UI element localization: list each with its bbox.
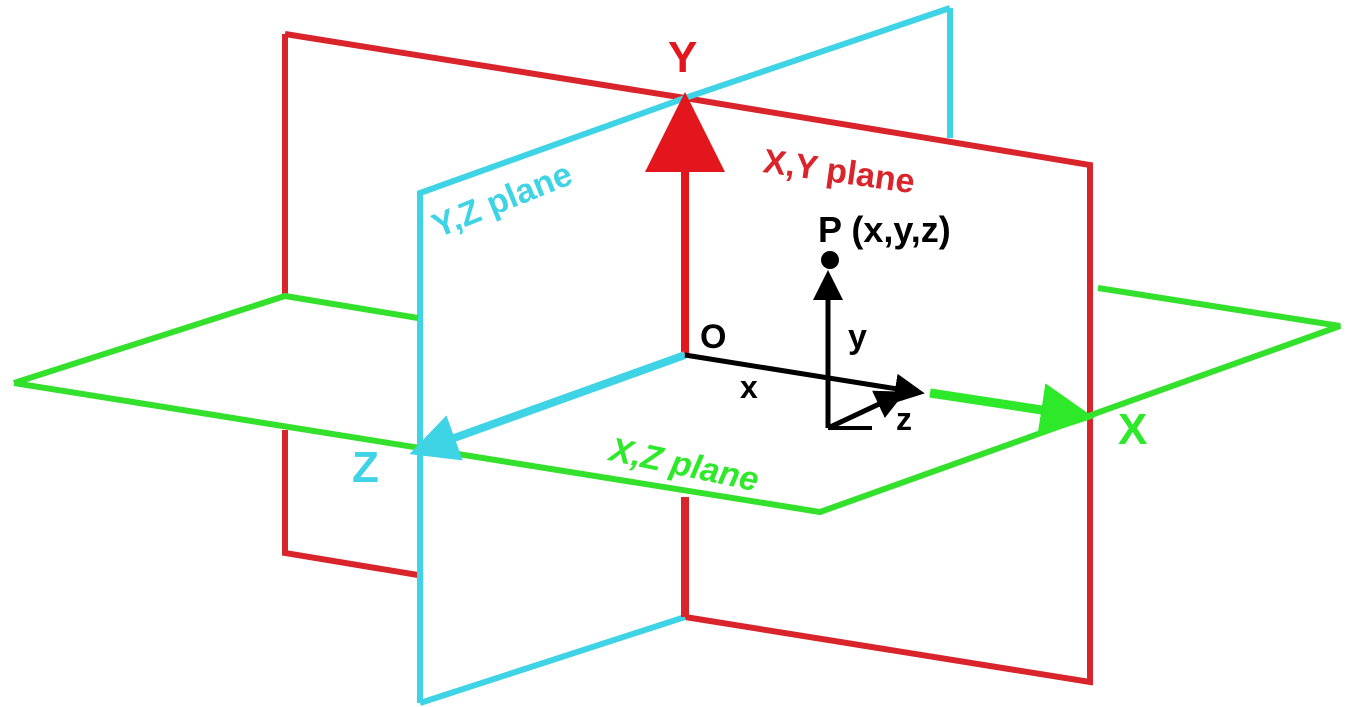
z-component-label: z	[896, 401, 912, 437]
yz-plane-label: Y,Z plane	[427, 155, 578, 245]
x-axis-line	[929, 383, 1095, 437]
z-axis-label: Z	[352, 443, 379, 492]
z-axis-line	[409, 351, 687, 461]
z-component-vector	[826, 390, 906, 431]
origin-label: O	[700, 318, 726, 356]
point-p-dot	[821, 251, 839, 269]
y-component-label: y	[848, 318, 867, 356]
point-p-label: P (x,y,z)	[818, 209, 951, 250]
x-component-label: x	[740, 369, 758, 405]
xy-plane-label: X,Y plane	[761, 142, 917, 201]
y-axis-label: Y	[668, 33, 697, 82]
x-axis-label: X	[1118, 405, 1147, 454]
x-component-vector	[684, 352, 925, 404]
